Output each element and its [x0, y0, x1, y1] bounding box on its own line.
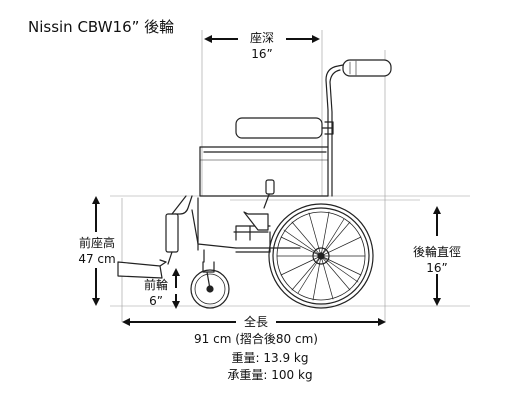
seat-depth-label: 座深	[249, 31, 274, 45]
overall-length-value: 91 cm (摺合後80 cm)	[194, 332, 318, 346]
legrest	[117, 195, 187, 279]
seat-depth-value: 16”	[251, 47, 273, 61]
seat	[199, 146, 329, 197]
rear-wheel-label: 後輪直徑	[412, 245, 461, 259]
front-wheel-label: 前輪	[143, 278, 168, 292]
wheelchair	[117, 59, 392, 309]
overall-length-label: 全長	[243, 315, 268, 329]
armrest	[235, 117, 334, 139]
backrest-frame	[325, 59, 392, 197]
rear-wheel-value: 16”	[426, 261, 448, 275]
seat-height-value: 47 cm	[78, 252, 116, 266]
capacity-spec: 承重量: 100 kg	[227, 368, 313, 382]
lower-frame	[174, 179, 301, 253]
seat-height-label: 前座高	[78, 236, 115, 250]
front-wheel-value: 6”	[149, 294, 163, 308]
diagram-title: Nissin CBW16” 後輪	[28, 18, 175, 36]
front-wheel-icon	[190, 249, 230, 309]
rear-wheel-icon	[268, 203, 374, 309]
dimension-arrows	[92, 35, 441, 326]
weight-spec: 重量: 13.9 kg	[231, 351, 309, 365]
